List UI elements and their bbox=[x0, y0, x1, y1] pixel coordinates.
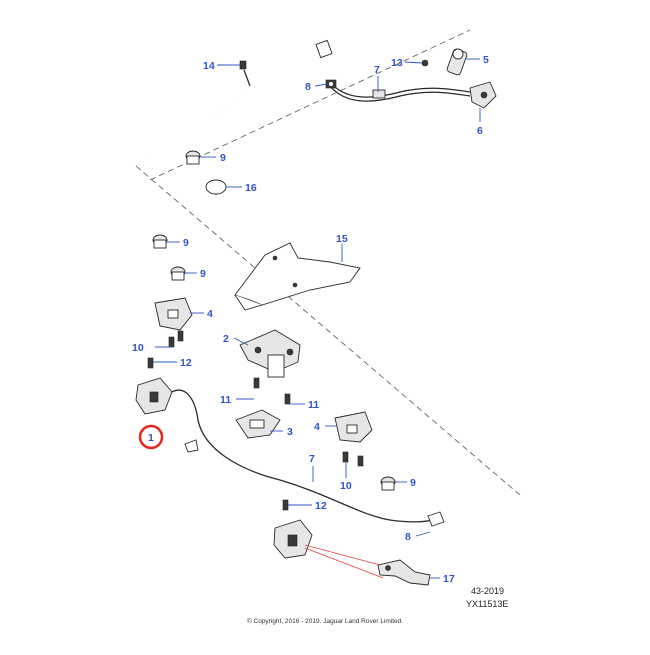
grommet-9-d bbox=[380, 476, 396, 491]
callout-8-lower: 8 bbox=[405, 531, 411, 543]
callout-2: 2 bbox=[223, 333, 229, 345]
callout-4-upper: 4 bbox=[207, 308, 213, 320]
callout-9-c: 9 bbox=[200, 268, 206, 280]
callout-3: 3 bbox=[287, 426, 293, 438]
callout-9-d: 9 bbox=[410, 477, 416, 489]
callout-labels: 14 8 7 13 5 6 9 16 9 15 9 4 2 10 12 11 1… bbox=[132, 54, 489, 585]
striker-4-lower bbox=[334, 411, 373, 443]
bolt-11-a bbox=[253, 377, 260, 389]
release-handle-assembly bbox=[421, 48, 497, 109]
callout-8-top: 8 bbox=[305, 81, 311, 93]
grommet-9-b bbox=[152, 234, 168, 249]
bracket-17 bbox=[377, 559, 431, 586]
reference-lines bbox=[304, 544, 384, 579]
fastener-14 bbox=[239, 60, 251, 87]
clip-near-1 bbox=[184, 439, 199, 453]
callout-6: 6 bbox=[477, 125, 483, 137]
callout-9-a: 9 bbox=[220, 152, 226, 164]
upper-release-cable bbox=[144, 39, 471, 157]
callout-10-lower: 10 bbox=[340, 480, 352, 492]
latch-2 bbox=[239, 329, 301, 378]
callout-12-upper: 12 bbox=[180, 357, 192, 369]
callout-4-lower: 4 bbox=[314, 421, 320, 433]
seal-16 bbox=[205, 179, 227, 195]
bolt-10-upper bbox=[168, 330, 184, 348]
callout-5: 5 bbox=[483, 54, 489, 66]
cable-clip-top bbox=[325, 79, 337, 89]
pad-3 bbox=[235, 409, 281, 439]
assembly-boundary bbox=[135, 29, 521, 496]
callout-15: 15 bbox=[336, 233, 348, 245]
callout-9-b: 9 bbox=[183, 237, 189, 249]
callout-1: 1 bbox=[148, 432, 154, 444]
bracket-15 bbox=[234, 242, 361, 311]
callout-11-a: 11 bbox=[220, 394, 231, 406]
bolt-11-b bbox=[284, 393, 291, 405]
callout-11-b: 11 bbox=[308, 399, 319, 411]
bolt-12-upper bbox=[147, 357, 154, 369]
copyright-notice: © Copyright, 2016 - 2019. Jaguar Land Ro… bbox=[247, 617, 403, 625]
callout-10-upper: 10 bbox=[132, 342, 144, 354]
callout-13: 13 bbox=[391, 57, 403, 69]
callout-7-top: 7 bbox=[374, 64, 380, 76]
callout-12-lower: 12 bbox=[315, 500, 327, 512]
grommet-9-c bbox=[170, 266, 186, 281]
bolt-12-lower bbox=[282, 499, 289, 511]
leader-lines bbox=[153, 58, 481, 579]
latch-lower bbox=[273, 519, 313, 559]
diagram-number: 43-2019 bbox=[471, 586, 504, 596]
illustration-code: YX11513E bbox=[466, 599, 508, 609]
callout-17: 17 bbox=[443, 573, 455, 585]
callout-16: 16 bbox=[245, 182, 257, 194]
bolt-10-lower bbox=[342, 451, 364, 467]
callout-14: 14 bbox=[203, 60, 215, 72]
highlight-circle bbox=[138, 424, 164, 450]
callout-7-lower: 7 bbox=[309, 453, 315, 465]
grommet-9-a bbox=[185, 150, 201, 165]
lower-release-cable bbox=[279, 479, 445, 527]
latch-1 bbox=[135, 377, 281, 481]
striker-4-upper bbox=[154, 297, 193, 331]
